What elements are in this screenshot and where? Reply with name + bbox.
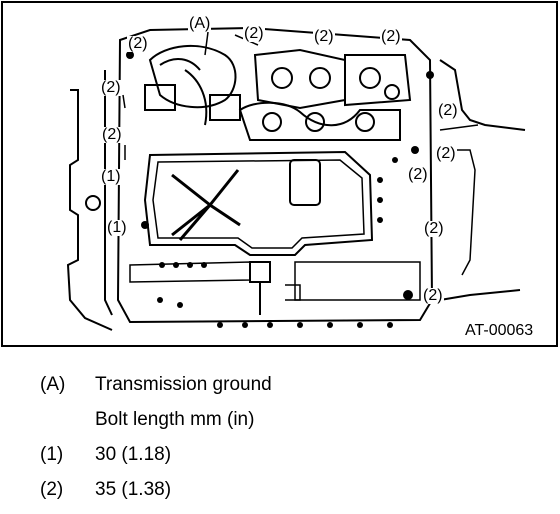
callout-2: (2) [437,102,459,119]
valve-4 [384,84,400,100]
strainer-inner [152,159,365,249]
callout-2: (2) [127,35,149,52]
right-casing-side [455,149,476,276]
legend-key: (2) [40,479,64,500]
callout-2: (2) [435,145,457,162]
callout-2: (2) [423,220,445,237]
harness-2 [184,69,208,126]
figure-frame [1,1,558,347]
valve-block-2 [344,54,412,107]
solenoid-block [209,94,241,121]
strainer-cross [171,169,241,241]
harness-1 [159,58,201,71]
legend-key: (1) [40,444,64,465]
right-casing-top [439,59,526,131]
legend-text: 30 (1.18) [95,444,172,465]
callout-2: (2) [100,79,122,96]
legend-key: (A) [40,374,66,395]
solenoid-connector [144,84,176,111]
valve-1 [271,67,293,89]
strainer-outline [143,150,374,256]
figure-code: AT-00063 [463,322,536,340]
valve-6 [305,112,325,132]
valve-2 [309,67,331,89]
valve-7 [355,112,375,132]
valve-5 [262,112,282,132]
lower-valve-block [238,101,401,141]
valve-3 [359,67,381,89]
right-casing-bottom [439,289,521,301]
legend-text: Transmission ground [95,374,272,395]
callout-2: (2) [243,25,265,42]
valve-block-1 [253,48,346,110]
valve-body-diagram: (A) (2) (2) (2) (2) (2) (2) (1) (1) (2) … [1,1,558,347]
left-casing [66,89,113,331]
callout-2: (2) [313,28,335,45]
callout-2: (2) [101,126,123,143]
casing-bolt [85,195,101,211]
callout-1: (1) [106,219,128,236]
callout-2: (2) [380,28,402,45]
housing-left-edge [104,70,113,316]
center-boss [249,261,271,283]
callout-a: (A) [188,15,212,32]
callout-2: (2) [407,166,429,183]
lower-plate-right [294,261,421,301]
bolt-heads [126,51,434,328]
solenoid-body [148,44,237,109]
callout-1: (1) [100,168,122,185]
callout-2: (2) [422,287,444,304]
bracket [285,284,301,301]
diagram-artwork [1,1,558,347]
strainer-window [289,159,321,206]
legend-text: Bolt length mm (in) [95,409,255,430]
legend-text: 35 (1.38) [95,479,172,500]
